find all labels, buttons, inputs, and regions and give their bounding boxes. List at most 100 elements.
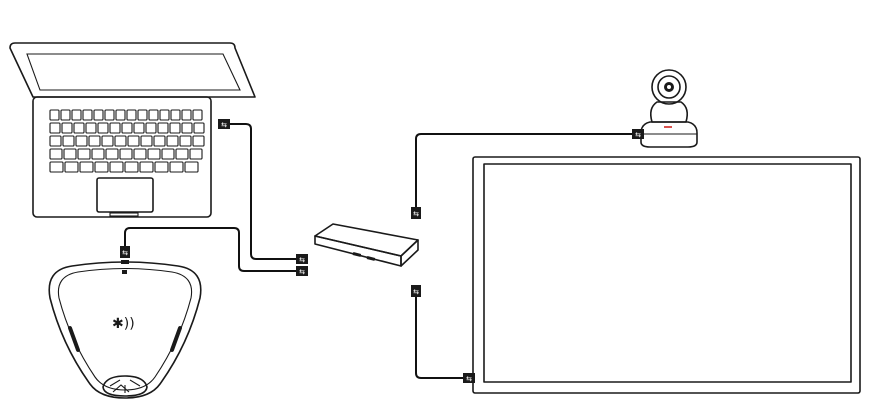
laptop-notch [109,212,139,217]
plug-speakerphone: ⇆ [120,246,130,258]
usb-icon: ⇆ [221,121,227,129]
usb-icon: ⇆ [466,375,472,383]
laptop [9,42,256,218]
cables [124,123,634,379]
keyboard-key [49,161,64,173]
keyboard-key [121,122,133,134]
keyboard-key [170,109,181,121]
keyboard-key [94,161,109,173]
display-screen [483,163,852,383]
keyboard-key [166,135,179,147]
keyboard-key [88,135,101,147]
keyboard-key [119,148,133,160]
camera-head [651,69,687,105]
plug-camera: ⇆ [632,129,644,139]
keyboard-key [109,122,121,134]
speakerphone-led [122,270,127,274]
keyboard-key [49,148,63,160]
keyboard-key [77,148,91,160]
keyboard-key [153,135,166,147]
keyboard-key [181,109,192,121]
camera-base [640,121,698,148]
keyboard-key [169,161,184,173]
keyboard-key [115,109,126,121]
laptop-trackpad [96,177,154,213]
keyboard-key [189,148,203,160]
keyboard-key [133,148,147,160]
cable-hub-to-display [415,293,465,379]
keyboard-key [61,122,73,134]
speakerphone-usb-port [121,260,129,264]
usb-icon: ⇆ [122,249,128,257]
keyboard-key [157,122,169,134]
keyboard-key [62,135,75,147]
keyboard-key [161,148,175,160]
keyboard-key [82,109,93,121]
keyboard-key [139,161,154,173]
keyboard-key [184,161,199,173]
keyboard-key [104,109,115,121]
usb-icon: ⇆ [635,131,641,139]
keyboard-key [147,148,161,160]
keyboard-key [159,109,170,121]
cable-speaker-to-hub [124,227,296,272]
display-frame [472,156,861,394]
cable-hub-to-camera [415,133,634,210]
keyboard-key [124,161,139,173]
keyboard-key [109,161,124,173]
keyboard-key [75,135,88,147]
keyboard-key [63,148,77,160]
usb-plugs: ⇆ ⇆ ⇆ ⇆ ⇆ ⇆ ⇆ ⇆ [120,119,644,383]
keyboard-key [193,122,205,134]
keyboard-key [85,122,97,134]
keyboard-key [49,109,60,121]
hub-side [400,239,419,267]
display [472,156,861,394]
plug-display: ⇆ [463,373,475,383]
speakerphone-grip-right [170,326,182,352]
keyboard-key [97,122,109,134]
keyboard-key [93,109,104,121]
keyboard-key [154,161,169,173]
keyboard-key [71,109,82,121]
camera-arm [650,101,688,123]
keyboard-key [60,109,71,121]
speakerphone: ✱)) [48,260,202,399]
keyboard-key [127,135,140,147]
keyboard-key [175,148,189,160]
usb-icon: ⇆ [413,288,419,296]
laptop-screen [26,53,241,91]
keyboard-key [101,135,114,147]
usb-hub [314,223,419,267]
plug-laptop: ⇆ [218,119,230,129]
usb-icon: ⇆ [299,268,305,276]
keyboard-key [181,122,193,134]
keyboard-key [91,148,105,160]
speakerphone-control-pad[interactable] [102,375,148,397]
ptz-camera [640,69,698,148]
keyboard-key [140,135,153,147]
plug-hub-1: ⇆ [296,254,308,264]
usb-icon: ⇆ [299,256,305,264]
speakerphone-body [48,261,202,399]
bluetooth-icon: ✱)) [112,316,135,332]
keyboard-key [126,109,137,121]
hub-usb-port-2 [366,256,376,261]
keyboard-key [137,109,148,121]
camera-lens-ring [657,75,681,99]
laptop-base [32,96,212,218]
camera-indicator [664,126,672,128]
keyboard-key [133,122,145,134]
usb-icon: ⇆ [413,210,419,218]
keyboard-key [49,122,61,134]
keyboard-key [73,122,85,134]
keyboard-key [145,122,157,134]
keyboard-key [148,109,159,121]
laptop-keyboard [49,109,205,173]
keyboard-key [169,122,181,134]
cable-laptop-to-hub [230,123,296,260]
keyboard-key [105,148,119,160]
keyboard-key [192,135,205,147]
